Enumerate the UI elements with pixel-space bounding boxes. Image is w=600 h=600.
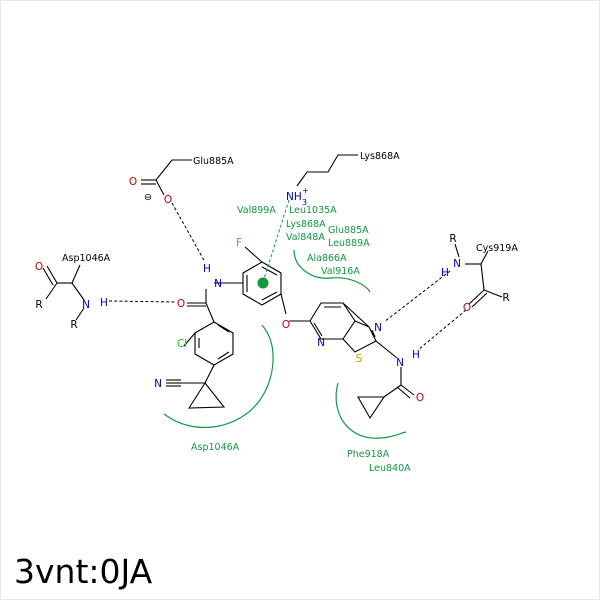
carboxylate-oxygen-2: O bbox=[164, 194, 172, 206]
cation-pi-interaction bbox=[262, 199, 290, 283]
ammonium-subscript: 3 bbox=[302, 198, 307, 207]
residue-label-val848: Val848A bbox=[286, 232, 325, 243]
residue-labels: Glu885A Lys868A Asp1046A Cys919A Val899A… bbox=[62, 151, 518, 474]
diagram-title: 3vnt:0JA bbox=[14, 552, 153, 591]
residue-label-cys919: Cys919A bbox=[476, 243, 518, 254]
negative-charge-icon: ⊖ bbox=[144, 192, 152, 203]
residue-label-leu840: Leu840A bbox=[369, 463, 411, 474]
cys919-r-group: R bbox=[502, 292, 509, 304]
ether-oxygen: O bbox=[282, 319, 290, 331]
ligand-amide-nitrogen: N bbox=[214, 278, 222, 290]
carboxamide-hydrogen: H bbox=[412, 349, 420, 361]
ligand-amide-oxygen: O bbox=[177, 298, 185, 310]
chlorine-atom: Cl bbox=[177, 338, 187, 350]
residue-label-glu885-contact: Glu885A bbox=[328, 225, 369, 236]
ligand-amide-hydrogen: H bbox=[203, 263, 211, 275]
residue-label-asp1046-contact: Asp1046A bbox=[191, 442, 240, 453]
thiazole-sulfur: S bbox=[356, 353, 363, 365]
cys919-n-r-group: R bbox=[449, 233, 456, 245]
asp1046-r-group: R bbox=[35, 299, 42, 311]
residue-label-asp1046: Asp1046A bbox=[62, 253, 111, 264]
residue-label-ala866: Ala866A bbox=[307, 253, 347, 264]
ammonium-nitrogen: NH bbox=[286, 191, 302, 203]
asp1046-amide-hydrogen: H bbox=[100, 297, 108, 309]
residue-label-phe918: Phe918A bbox=[347, 449, 390, 460]
atom-labels: O O ⊖ NH 3 + O R N H R O H N F Cl N O N … bbox=[35, 176, 510, 404]
fluorine-atom: F bbox=[236, 237, 242, 249]
ring-centroid-marker bbox=[257, 277, 269, 289]
asp1046-amide-nitrogen: N bbox=[82, 299, 90, 311]
molecule-bonds bbox=[42, 154, 503, 420]
nitrile-nitrogen: N bbox=[154, 378, 162, 390]
carboxamide-oxygen: O bbox=[416, 392, 424, 404]
residue-label-val899: Val899A bbox=[237, 205, 276, 216]
pyridine-nitrogen: N bbox=[317, 337, 325, 349]
hydrogen-bond-lines bbox=[108, 202, 467, 351]
asp1046-carbonyl-oxygen: O bbox=[35, 261, 43, 273]
residue-label-glu885: Glu885A bbox=[193, 156, 234, 167]
asp1046-n-r-group: R bbox=[70, 319, 77, 331]
cys919-amide-hydrogen: H bbox=[441, 267, 449, 279]
cys919-carbonyl-oxygen: O bbox=[463, 302, 471, 314]
residue-label-leu1035: Leu1035A bbox=[289, 205, 337, 216]
carboxylate-oxygen-1: O bbox=[129, 176, 137, 188]
ammonium-charge: + bbox=[302, 186, 309, 195]
residue-label-val916: Val916A bbox=[321, 266, 360, 277]
hydrophobic-contact-arcs bbox=[163, 249, 407, 439]
carboxamide-nitrogen: N bbox=[396, 357, 404, 369]
thiazole-nitrogen: N bbox=[374, 322, 382, 334]
residue-label-leu889: Leu889A bbox=[328, 238, 370, 249]
cys919-amide-nitrogen: N bbox=[453, 258, 461, 270]
residue-label-lys868-contact: Lys868A bbox=[286, 219, 326, 230]
residue-label-lys868: Lys868A bbox=[360, 151, 400, 162]
